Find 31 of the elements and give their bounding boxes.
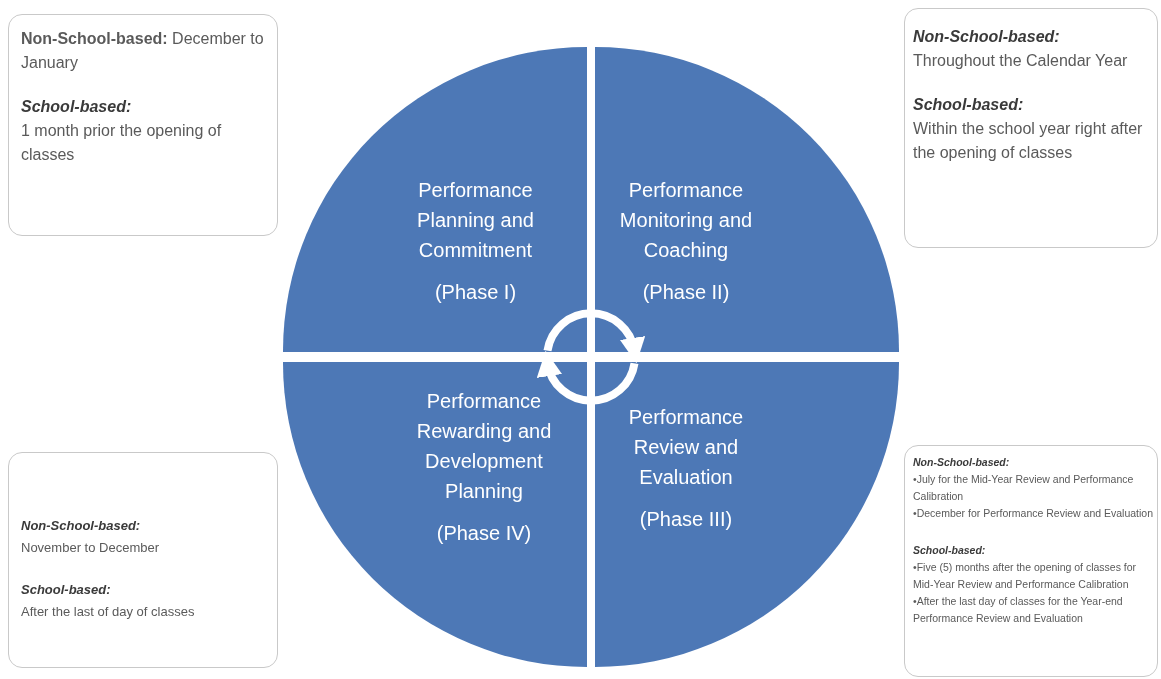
note-heading: School-based: [913,95,1025,115]
note-heading: School-based: [21,581,112,599]
note-text: •Five (5) months after the opening of classes for Mid-Year Review and Performance Calibration [913,560,1138,592]
phase-title: Performance Monitoring and Coaching [618,178,754,263]
note-text: Non-School-based: December to January [21,29,265,73]
note-heading: Non-School-based: [21,517,142,535]
phase-title: Performance Rewarding and Development Planning [415,389,553,504]
note-text: •After the last day of classes for the Year-end Performance Review and Evaluation [913,594,1124,626]
phase-number: (Phase II) [642,280,730,305]
note-heading: Non-School-based: [913,455,1011,470]
note-card [904,8,1158,248]
note-heading: Non-School-based: [913,27,1061,47]
cycle-arrow [537,350,639,405]
note-text: Within the school year right after the opening of classes [913,119,1144,163]
note-heading: School-based: [21,97,133,117]
phase-title: Performance Review and Evaluation [627,405,745,490]
phase-number: (Phase IV) [436,521,532,546]
note-text: •December for Performance Review and Evaluation [913,506,1155,521]
note-text: November to December [21,539,160,557]
phase-title: Performance Planning and Commitment [416,178,535,263]
note-text: •July for the Mid-Year Review and Performance Calibration [913,472,1135,504]
note-card [8,452,278,668]
phase-number: (Phase I) [434,280,517,305]
note-text: 1 month prior the opening of classes [21,121,223,165]
note-card [904,445,1158,677]
note-text: Throughout the Calendar Year [913,51,1129,71]
note-heading: School-based: [913,543,987,558]
note-card [8,14,278,236]
cycle-arrow [543,309,645,364]
phase-number: (Phase III) [639,507,733,532]
note-text: After the last of day of classes [21,603,196,621]
